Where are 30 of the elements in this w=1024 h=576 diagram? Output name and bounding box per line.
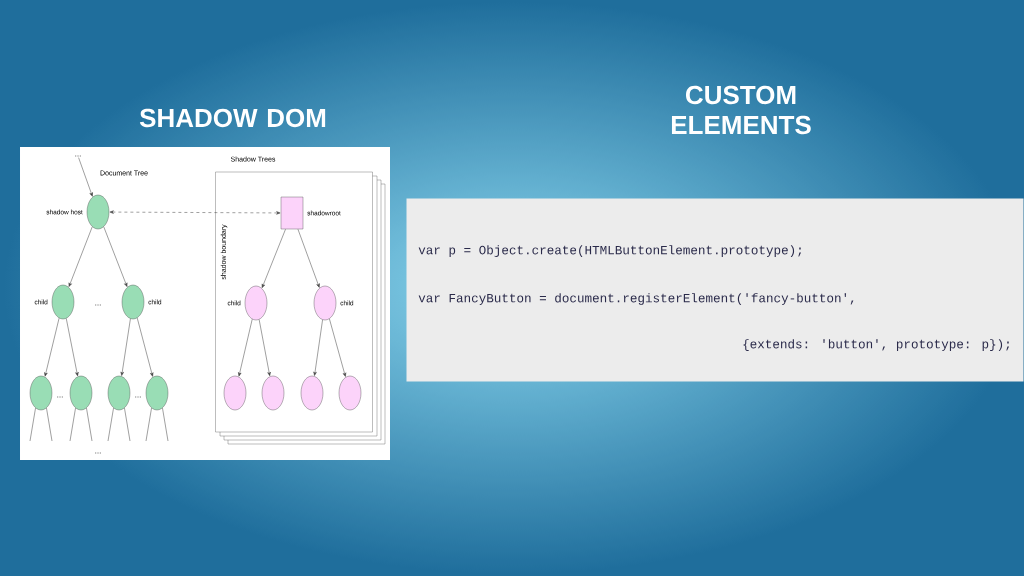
arrow [120,318,131,376]
connector-line [86,407,93,442]
connector-line [162,407,169,442]
ellipsis: ... [75,155,81,157]
ellipsis: ... [57,396,63,398]
arrow [66,318,79,377]
ellipsis: ... [95,452,101,454]
circle-node [107,375,131,411]
ellipsis: ... [95,304,101,306]
code-line: {extends: 'button', prototype: p}); [743,339,1010,351]
circle-node [69,375,93,411]
code-line: var p = Object.create(HTMLButtonElement.prototype); [418,245,802,257]
ellipsis: ... [135,396,141,398]
connector-line [145,407,152,442]
arrow [78,157,93,197]
code-line: var FancyButton = document.registerElement('fancy-button', [418,293,854,305]
circle-node [29,375,53,411]
connector-line [69,407,76,442]
connector-line [29,407,36,442]
slide-title: CUSTOM ELEMENTS [671,85,811,135]
connector-line [46,407,53,442]
circle-node [145,375,169,411]
arrow [44,317,60,377]
connector-line [124,407,131,442]
slide-title: SHADOW DOM [139,108,326,128]
arrow [136,317,154,377]
connector-line [107,407,114,442]
code-panel [406,198,1024,382]
arrow [103,226,128,287]
arrow [68,226,93,287]
